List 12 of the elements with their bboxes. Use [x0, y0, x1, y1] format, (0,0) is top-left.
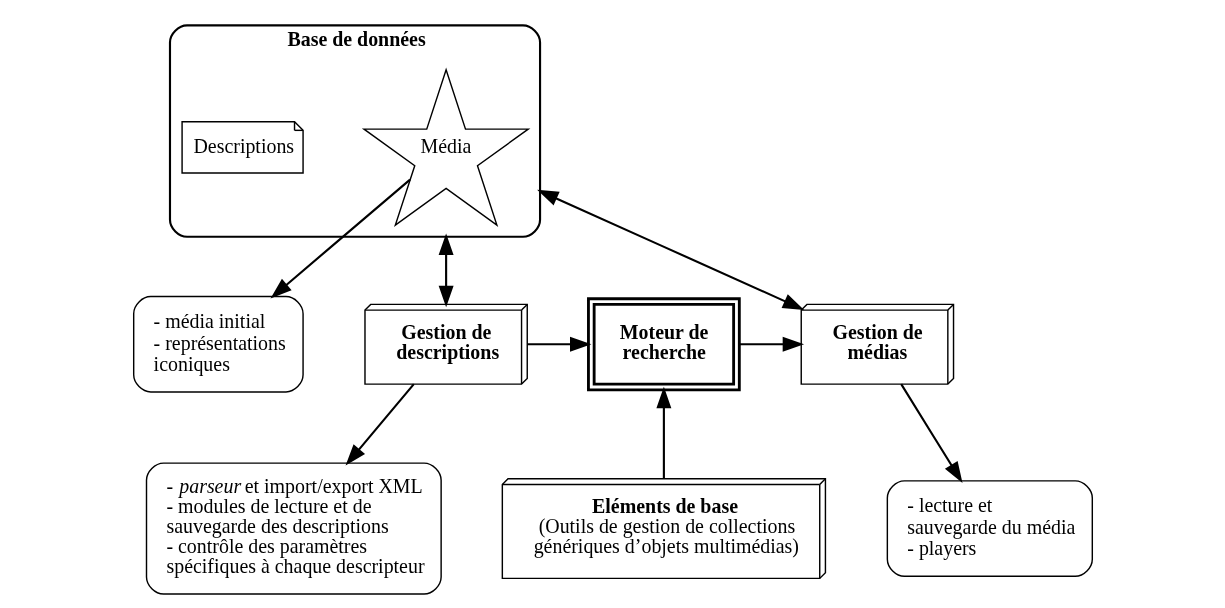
arrow — [536, 189, 804, 310]
arrow — [270, 178, 411, 299]
node-box: Moteur de recherche — [586, 297, 741, 392]
node-box: - lecture et sauvegarde du média - players — [886, 480, 1093, 577]
arrow — [438, 233, 454, 308]
arrow — [899, 383, 962, 484]
arrow — [738, 336, 804, 352]
node-box: - parseur et import/export XML - modules de lecture et de sauvegarde des descriptions - contrôle des paramètres spécifiques à chaque descripteur — [145, 462, 442, 595]
arrow — [526, 336, 591, 352]
arrow — [345, 383, 415, 466]
arrow — [655, 386, 671, 479]
node-box: - média initial - représentations iconiques — [132, 295, 304, 393]
